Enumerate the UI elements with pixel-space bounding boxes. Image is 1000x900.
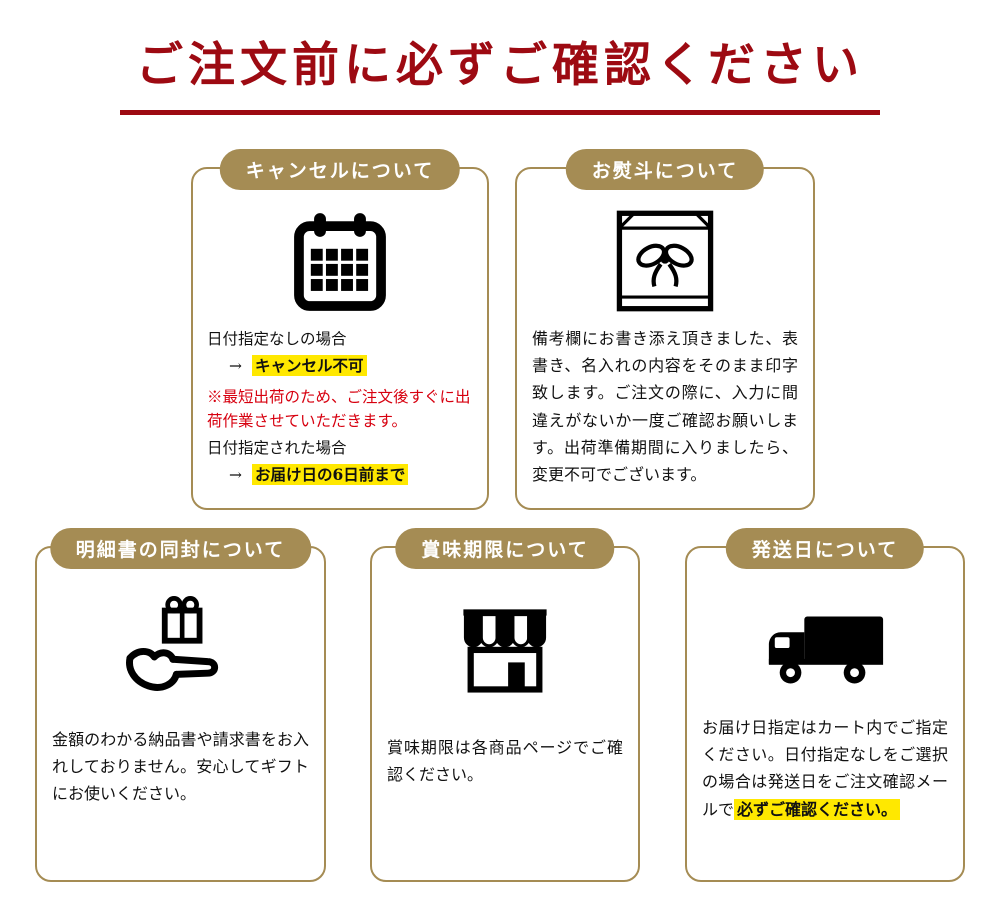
card-shipping: 発送日について お届け日指定はカート内でご指定ください。日付指定なしをご選択の場…: [685, 528, 965, 882]
truck-icon: [687, 604, 963, 700]
card-noshi-header: お熨斗について: [565, 149, 765, 190]
storefront-icon: [372, 596, 638, 708]
shipping-body-text: お届け日指定はカート内でご指定ください。日付指定なしをご選択の場合は発送日をご注…: [687, 714, 963, 823]
hand-gift-icon: [37, 588, 324, 712]
arrow-glyph: →: [229, 356, 242, 375]
card-invoice: 明細書の同封について 金額のわかる納品書や請求書をお入れしておりません。安心して…: [35, 528, 326, 882]
cancel-warning-text: ※最短出荷のため、ご注文後すぐに出荷作業させていただきます。: [207, 387, 471, 431]
card-shipping-header: 発送日について: [725, 528, 925, 569]
shipping-body-start: お届け日指定はカート内でご指定ください。日付指定なしをご選択の場合は発送日をご注…: [702, 718, 948, 819]
cancel-result-no-date: → キャンセル不可: [207, 354, 473, 379]
shipping-highlight: 必ずご確認ください。: [734, 798, 901, 820]
card-noshi: お熨斗について 備考欄にお書き添え頂きました、表書き、名入れ: [515, 149, 815, 510]
expiry-body-text: 賞味期限は各商品ページでご確認ください。: [387, 738, 623, 785]
title-underline: [120, 110, 880, 115]
cancel-not-allowed-highlight: キャンセル不可: [252, 354, 367, 376]
cancel-line-no-date: 日付指定なしの場合: [207, 330, 347, 348]
cancel-deadline-highlight: お届け日の6日前まで: [252, 463, 409, 485]
arrow-glyph: →: [229, 465, 242, 484]
invoice-body-text: 金額のわかる納品書や請求書をお入れしておりません。安心してギフトにお使いください…: [52, 730, 309, 804]
card-expiry-header: 賞味期限について: [395, 528, 615, 569]
calendar-icon: [193, 209, 487, 321]
cancel-card-text: 日付指定なしの場合 → キャンセル不可 ※最短出荷のため、ご注文後すぐに出荷作業さ…: [193, 327, 487, 488]
cancel-result-date-set: → お届け日の6日前まで: [207, 463, 473, 488]
card-invoice-header: 明細書の同封について: [49, 528, 312, 569]
card-cancel-header: キャンセルについて: [219, 149, 461, 190]
card-cancel: キャンセルについて 日付指定なしの場合 → キャンセル不可 ※最短出荷のため、ご注…: [191, 149, 489, 510]
cancel-line-date-set: 日付指定された場合: [207, 439, 347, 458]
card-expiry: 賞味期限について 賞味期限は各商品ページでご確認ください。: [370, 528, 640, 882]
page-title: ご注文前に必ずご確認ください: [136, 38, 864, 93]
noshi-gift-icon: [517, 205, 813, 317]
noshi-body-text: 備考欄にお書き添え頂きました、表書き、名入れの内容をそのまま印字致します。ご注文…: [532, 329, 798, 484]
